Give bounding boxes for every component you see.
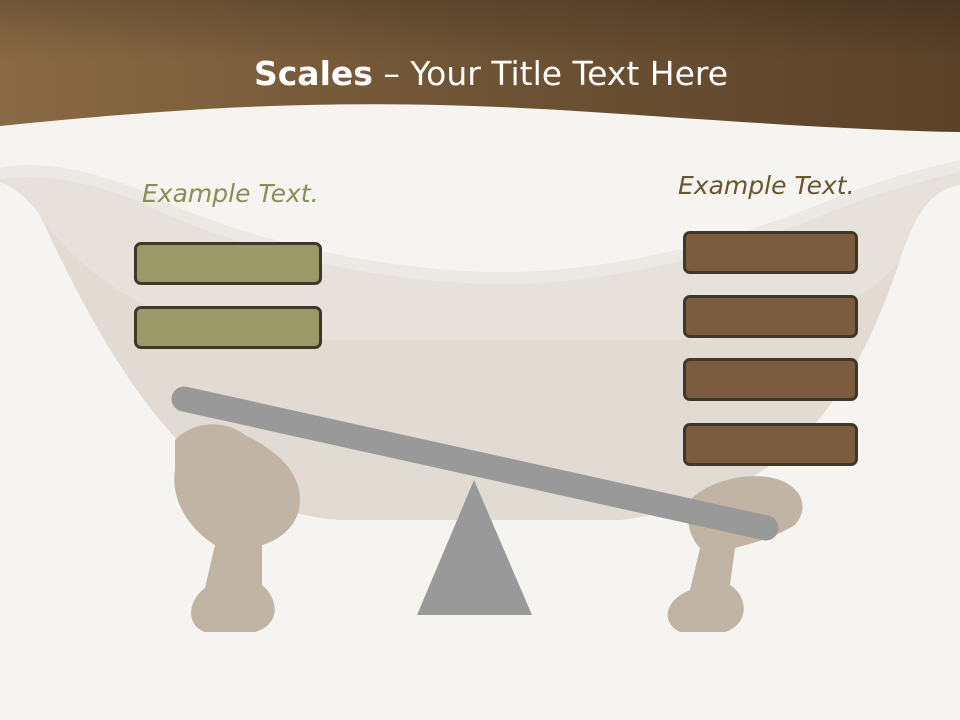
scale-beam [171, 386, 779, 541]
left-pan-label: Example Text. [142, 179, 319, 208]
slide-title-rest: – Your Title Text Here [372, 54, 729, 93]
right-pan-label: Example Text. [678, 171, 855, 200]
slide-title: Scales – Your Title Text Here [0, 52, 960, 96]
right-text-box-1[interactable] [683, 231, 858, 274]
left-text-box-2[interactable] [134, 306, 322, 349]
left-text-box-1[interactable] [134, 242, 322, 285]
right-text-box-2[interactable] [683, 295, 858, 338]
scale-fulcrum [417, 480, 532, 615]
slide-title-bold: Scales [253, 54, 373, 93]
right-text-box-3[interactable] [683, 358, 858, 401]
right-text-box-4[interactable] [683, 423, 858, 466]
